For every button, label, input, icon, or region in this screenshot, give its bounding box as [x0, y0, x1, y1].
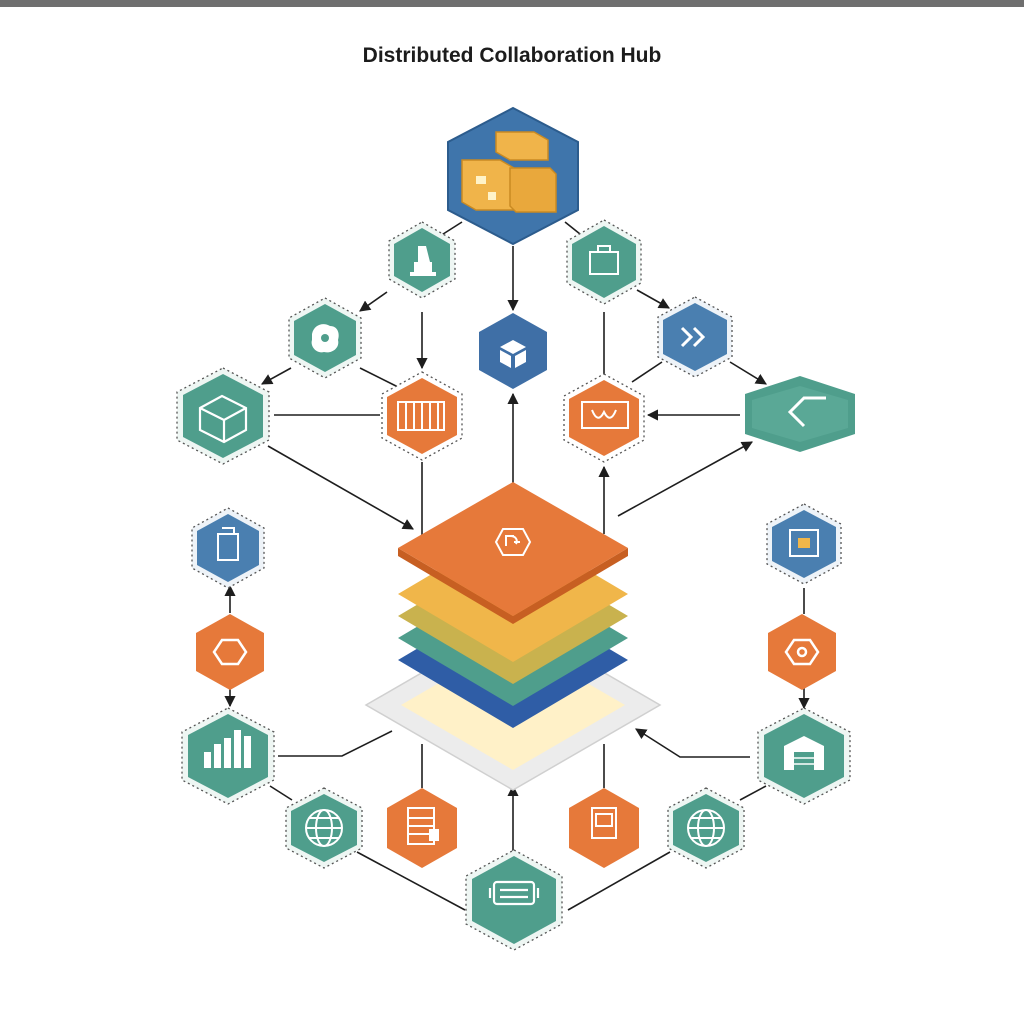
blob-icon: [311, 324, 339, 353]
device-node[interactable]: [191, 507, 265, 589]
printer-icon: [410, 246, 436, 276]
connector: [635, 728, 750, 758]
connector: [356, 851, 466, 911]
server-node[interactable]: [387, 788, 457, 868]
connector: [261, 367, 292, 385]
object-node[interactable]: [288, 297, 362, 379]
storage-warehouse-node[interactable]: [447, 106, 579, 246]
connector: [739, 785, 767, 801]
connector: [359, 291, 388, 312]
connector: [636, 289, 670, 309]
chip-node[interactable]: [766, 503, 842, 585]
connector: [564, 221, 581, 235]
connector: [567, 851, 671, 911]
return-node[interactable]: [745, 376, 855, 452]
connector: [278, 730, 393, 757]
cube-node[interactable]: [479, 313, 547, 389]
gear-icon: [784, 638, 820, 666]
frame-icon: [581, 401, 629, 429]
clipboard-icon: [589, 245, 619, 275]
hub-layer-orange: [398, 482, 628, 616]
clipboard-node[interactable]: [566, 219, 642, 305]
connector: [617, 441, 753, 517]
server-icon: [407, 807, 439, 845]
hub-core-icon: [494, 528, 532, 556]
gear-icon: [212, 638, 248, 666]
cube-icon: [500, 340, 526, 368]
bar-chart-icon: [204, 730, 251, 768]
connector: [729, 361, 767, 385]
router-node[interactable]: [465, 849, 563, 951]
central-hub[interactable]: [364, 482, 662, 791]
globe-icon: [305, 809, 343, 847]
boxes-icon: [461, 131, 557, 213]
connector: [439, 221, 463, 237]
package-box-icon: [198, 394, 248, 444]
globe-node-left[interactable]: [285, 787, 363, 869]
columns-icon: [397, 401, 445, 431]
tablet-node[interactable]: [569, 788, 639, 868]
diagram-title: Distributed Collaboration Hub: [362, 44, 662, 67]
gateway-node-right[interactable]: [563, 373, 645, 463]
connector: [269, 785, 293, 801]
chip-icon: [789, 529, 819, 557]
package-node[interactable]: [176, 367, 270, 465]
connector: [359, 367, 399, 388]
gear-node-left[interactable]: [196, 614, 264, 690]
top-border-bar: [0, 0, 1024, 7]
warehouse-icon: [784, 736, 824, 770]
analytics-node[interactable]: [181, 707, 275, 805]
device-icon: [217, 527, 239, 561]
globe-icon: [687, 809, 725, 847]
globe-node-right[interactable]: [667, 787, 745, 869]
forward-node[interactable]: [657, 296, 733, 378]
double-chevron-icon: [680, 326, 706, 348]
connector: [631, 361, 663, 383]
warehouse-node[interactable]: [757, 707, 851, 805]
gear-node-right[interactable]: [768, 614, 836, 690]
print-node[interactable]: [388, 221, 456, 299]
return-arrow-icon: [787, 396, 826, 428]
connector: [267, 445, 414, 530]
tablet-icon: [591, 807, 617, 839]
gateway-node-left[interactable]: [381, 371, 463, 461]
connector-lines: [224, 221, 810, 911]
router-icon: [488, 880, 540, 906]
